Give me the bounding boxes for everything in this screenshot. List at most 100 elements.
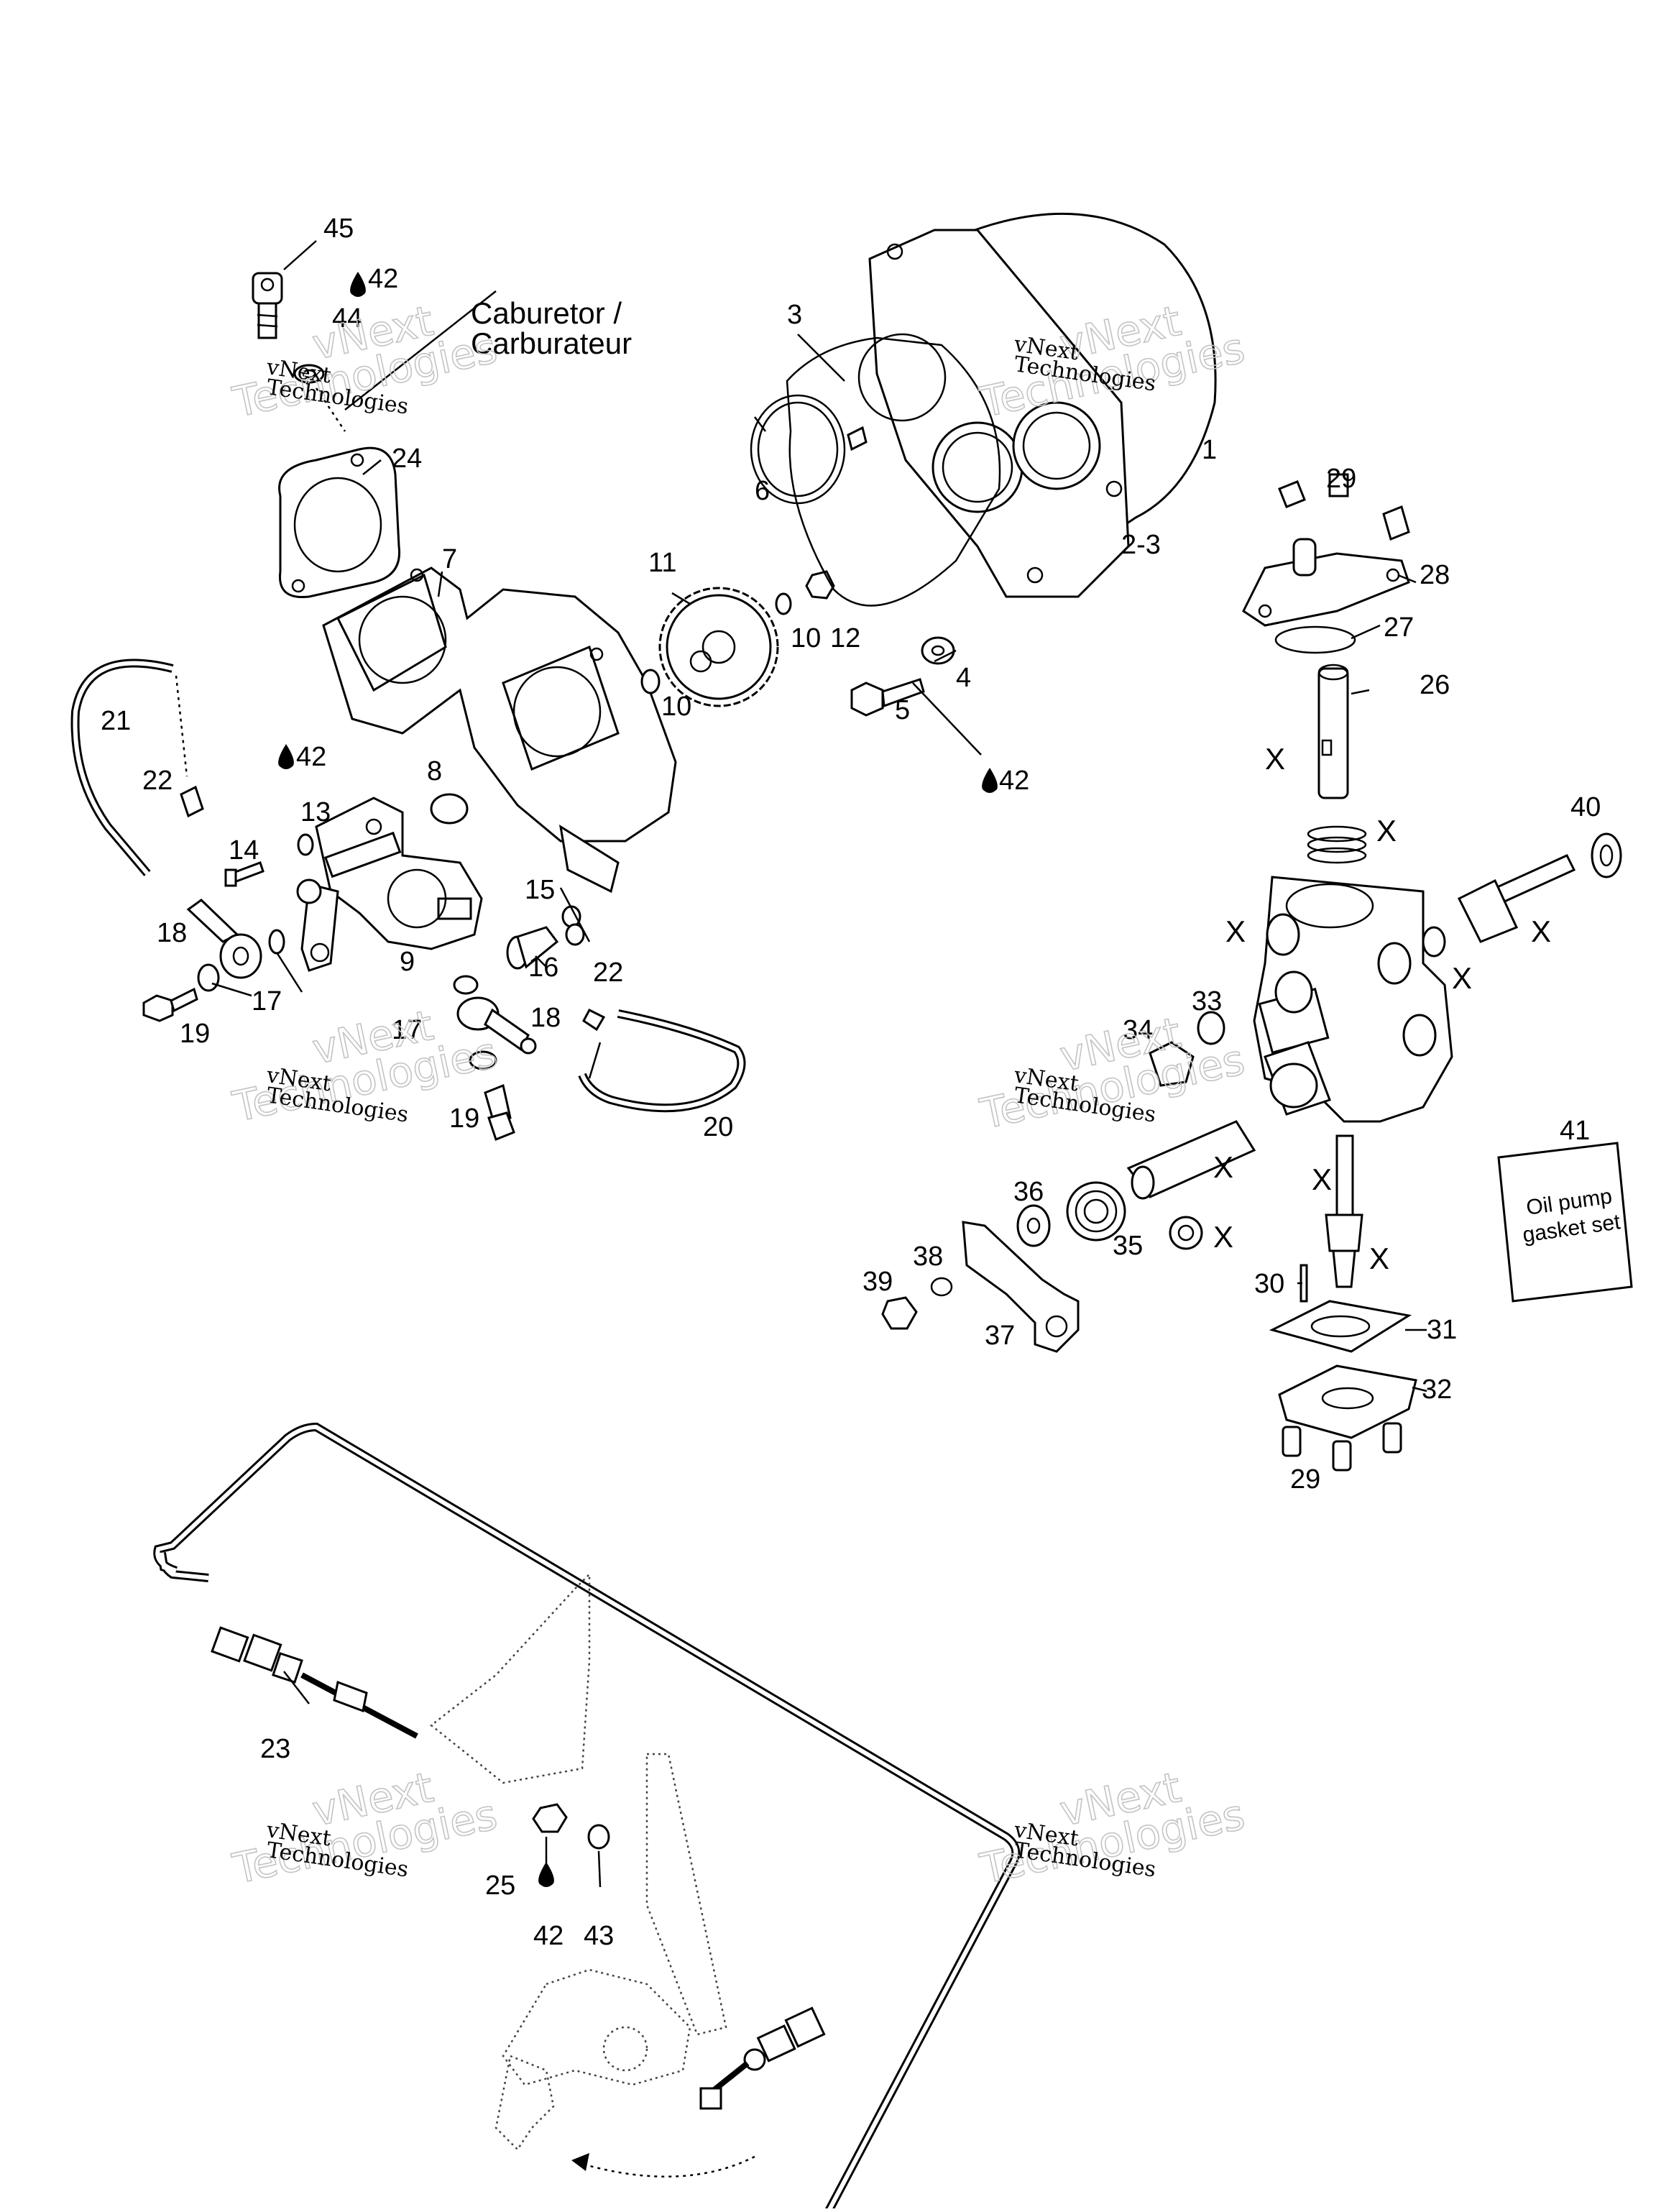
label-16: 16 — [528, 953, 558, 983]
watermark-bottom-right: vNext Technologies vNext Technologies — [975, 1762, 1249, 1894]
label-22b: 22 — [593, 958, 623, 988]
label-29a: 29 — [1326, 464, 1356, 494]
label-18b: 18 — [530, 1003, 561, 1033]
label-9: 9 — [400, 947, 415, 977]
x-mark: X — [1376, 814, 1397, 848]
label-41: 41 — [1560, 1116, 1590, 1146]
x-mark: X — [1312, 1162, 1332, 1196]
washer-10a — [640, 669, 661, 694]
label-8: 8 — [427, 756, 442, 786]
label-26: 26 — [1420, 670, 1450, 700]
label-25: 25 — [485, 1871, 515, 1901]
bolt-19-left — [142, 987, 198, 1022]
label-29b: 29 — [1290, 1464, 1320, 1495]
cover-1 — [857, 212, 1217, 598]
label-23: 23 — [260, 1734, 290, 1764]
oil-pump-body-right — [1253, 876, 1453, 1123]
screws-29-bottom — [1282, 1422, 1402, 1472]
label-17a: 17 — [252, 986, 282, 1016]
label-19a: 19 — [180, 1019, 210, 1049]
washer-44 — [293, 364, 325, 384]
shaft-26 — [1317, 664, 1349, 799]
cover-32 — [1278, 1364, 1417, 1439]
washer-15b — [565, 923, 585, 946]
label-34: 34 — [1123, 1015, 1153, 1045]
oring-right — [1422, 926, 1446, 958]
bolt-16 — [506, 926, 559, 970]
label-43: 43 — [584, 1921, 614, 1951]
label-18a: 18 — [157, 918, 187, 948]
label-7: 7 — [442, 544, 457, 574]
oil-pump-9 — [296, 797, 483, 972]
label-36: 36 — [1013, 1177, 1044, 1207]
nut-39 — [881, 1296, 918, 1330]
label-42c: 42 — [296, 742, 326, 772]
label-10b: 10 — [791, 623, 821, 653]
label-28: 28 — [1420, 560, 1450, 590]
gasket-31 — [1269, 1300, 1412, 1353]
clamp-22 — [180, 785, 204, 818]
intake-manifold-7 — [322, 566, 677, 894]
label-3: 3 — [787, 300, 802, 330]
label-11: 11 — [648, 548, 676, 578]
x-mark: X — [1265, 742, 1285, 776]
x-mark: X — [1452, 961, 1472, 995]
banjo-18-center — [456, 996, 537, 1055]
x-mark: X — [1369, 1242, 1389, 1275]
arrow-to-pump — [581, 2155, 755, 2178]
screws-29-top — [1278, 473, 1410, 541]
washer-10b — [775, 592, 792, 615]
bolt-19-center — [484, 1083, 515, 1141]
label-24: 24 — [392, 444, 422, 474]
label-13: 13 — [300, 797, 331, 827]
leader-lines — [211, 240, 1427, 1888]
label-12: 12 — [830, 623, 860, 653]
hose-20 — [578, 1009, 746, 1113]
x-mark: X — [1531, 914, 1551, 948]
label-21: 21 — [101, 706, 131, 736]
washer-17-left — [197, 963, 220, 992]
part-number-labels: 45 42 44 Caburetor / Carburateur 24 7 3 … — [101, 214, 1601, 1951]
cable-end-23 — [211, 1626, 418, 1739]
x-mark: X — [1213, 1220, 1233, 1254]
oring-27 — [1274, 625, 1356, 654]
carburetor-label-line1: Caburetor / — [471, 296, 622, 330]
label-35: 35 — [1113, 1231, 1143, 1261]
label-38: 38 — [913, 1242, 943, 1272]
label-40: 40 — [1570, 792, 1601, 822]
washer-36 — [1016, 1204, 1051, 1247]
watermark-bottom-left: vNext Technologies vNext Technologies — [228, 1762, 502, 1894]
x-mark: X — [1213, 1150, 1233, 1184]
x-mark: X — [1225, 914, 1246, 948]
spring-35 — [1066, 1181, 1126, 1242]
label-17b: 17 — [392, 1015, 422, 1045]
gasket-3 — [786, 336, 1001, 607]
label-42a: 42 — [368, 264, 398, 294]
cable-end-bottom — [699, 2006, 826, 2110]
gasket-24 — [278, 446, 401, 599]
bolt-5 — [850, 678, 925, 717]
washer-33 — [1197, 1011, 1225, 1045]
camshaft — [1126, 1120, 1256, 1200]
oil-drop-icon — [350, 272, 366, 297]
label-20: 20 — [703, 1112, 733, 1142]
oil-drop-icon — [982, 768, 998, 793]
gasket-set-card: Oil pump gasket set — [1497, 1142, 1633, 1303]
label-44: 44 — [332, 303, 362, 334]
pinion-shaft — [1325, 1134, 1363, 1288]
oil-drop-icon — [538, 1862, 554, 1887]
label-42b: 42 — [999, 766, 1029, 796]
label-39: 39 — [862, 1267, 893, 1297]
carburetor-label-line2: Carburateur — [471, 326, 632, 360]
screw-45 — [252, 272, 283, 339]
label-45: 45 — [323, 214, 354, 244]
washer-4 — [921, 636, 955, 665]
label-19b: 19 — [449, 1103, 479, 1134]
label-15: 15 — [525, 875, 555, 905]
banjo-18-left — [186, 899, 262, 979]
label-37: 37 — [985, 1321, 1015, 1351]
plunger-right — [1457, 854, 1576, 943]
label-31: 31 — [1427, 1315, 1457, 1345]
lever-37 — [962, 1221, 1080, 1353]
